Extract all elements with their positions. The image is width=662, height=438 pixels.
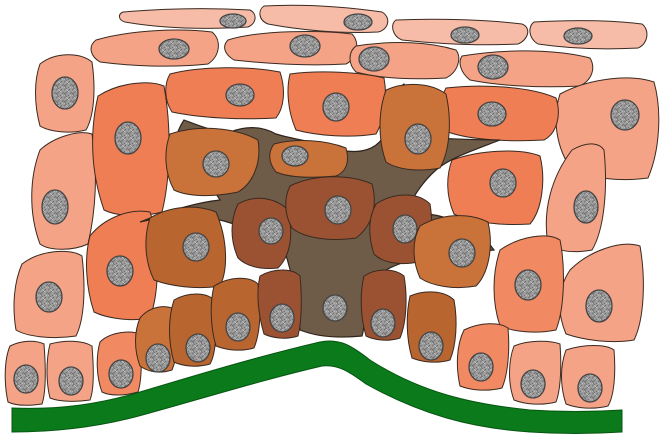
nucleus xyxy=(578,374,602,402)
nucleus xyxy=(359,47,389,71)
keratinocyte-cell xyxy=(91,30,218,66)
nucleus xyxy=(344,14,372,30)
nucleus xyxy=(14,365,38,393)
nucleus xyxy=(393,215,417,243)
nucleus xyxy=(183,233,209,261)
keratinocyte-cell xyxy=(32,133,96,249)
nucleus xyxy=(290,35,320,57)
nucleus xyxy=(586,290,612,322)
nucleus xyxy=(59,367,83,395)
nucleus xyxy=(515,270,541,300)
nucleus xyxy=(449,239,475,267)
nucleus xyxy=(226,313,250,341)
nucleus xyxy=(203,151,229,177)
nucleus xyxy=(159,39,189,59)
nucleus xyxy=(521,370,545,398)
nucleus xyxy=(115,122,141,154)
nucleus xyxy=(478,102,506,126)
keratinocyte-cell xyxy=(166,68,284,119)
nucleus xyxy=(282,146,308,166)
pigmented-keratinocyte xyxy=(270,141,348,178)
nucleus xyxy=(323,93,349,121)
nucleus xyxy=(36,282,62,312)
nucleus xyxy=(478,55,508,79)
nucleus xyxy=(564,28,592,44)
nucleus xyxy=(371,309,395,337)
nucleus xyxy=(186,334,210,362)
nucleus xyxy=(574,191,598,223)
nucleus xyxy=(451,27,479,43)
nucleus xyxy=(107,256,133,286)
nucleus xyxy=(42,190,68,224)
nucleus xyxy=(259,218,283,244)
nucleus xyxy=(226,84,254,106)
nucleus xyxy=(611,100,639,130)
nucleus xyxy=(52,77,78,109)
nucleus xyxy=(419,332,443,360)
nucleus xyxy=(405,124,431,154)
nucleus xyxy=(325,196,351,224)
melanocyte-nucleus xyxy=(323,295,347,321)
nucleus xyxy=(146,344,170,372)
nucleus xyxy=(109,360,133,388)
nucleus xyxy=(270,304,294,332)
nucleus xyxy=(469,353,493,381)
nucleus xyxy=(220,14,246,28)
nucleus xyxy=(490,169,516,197)
